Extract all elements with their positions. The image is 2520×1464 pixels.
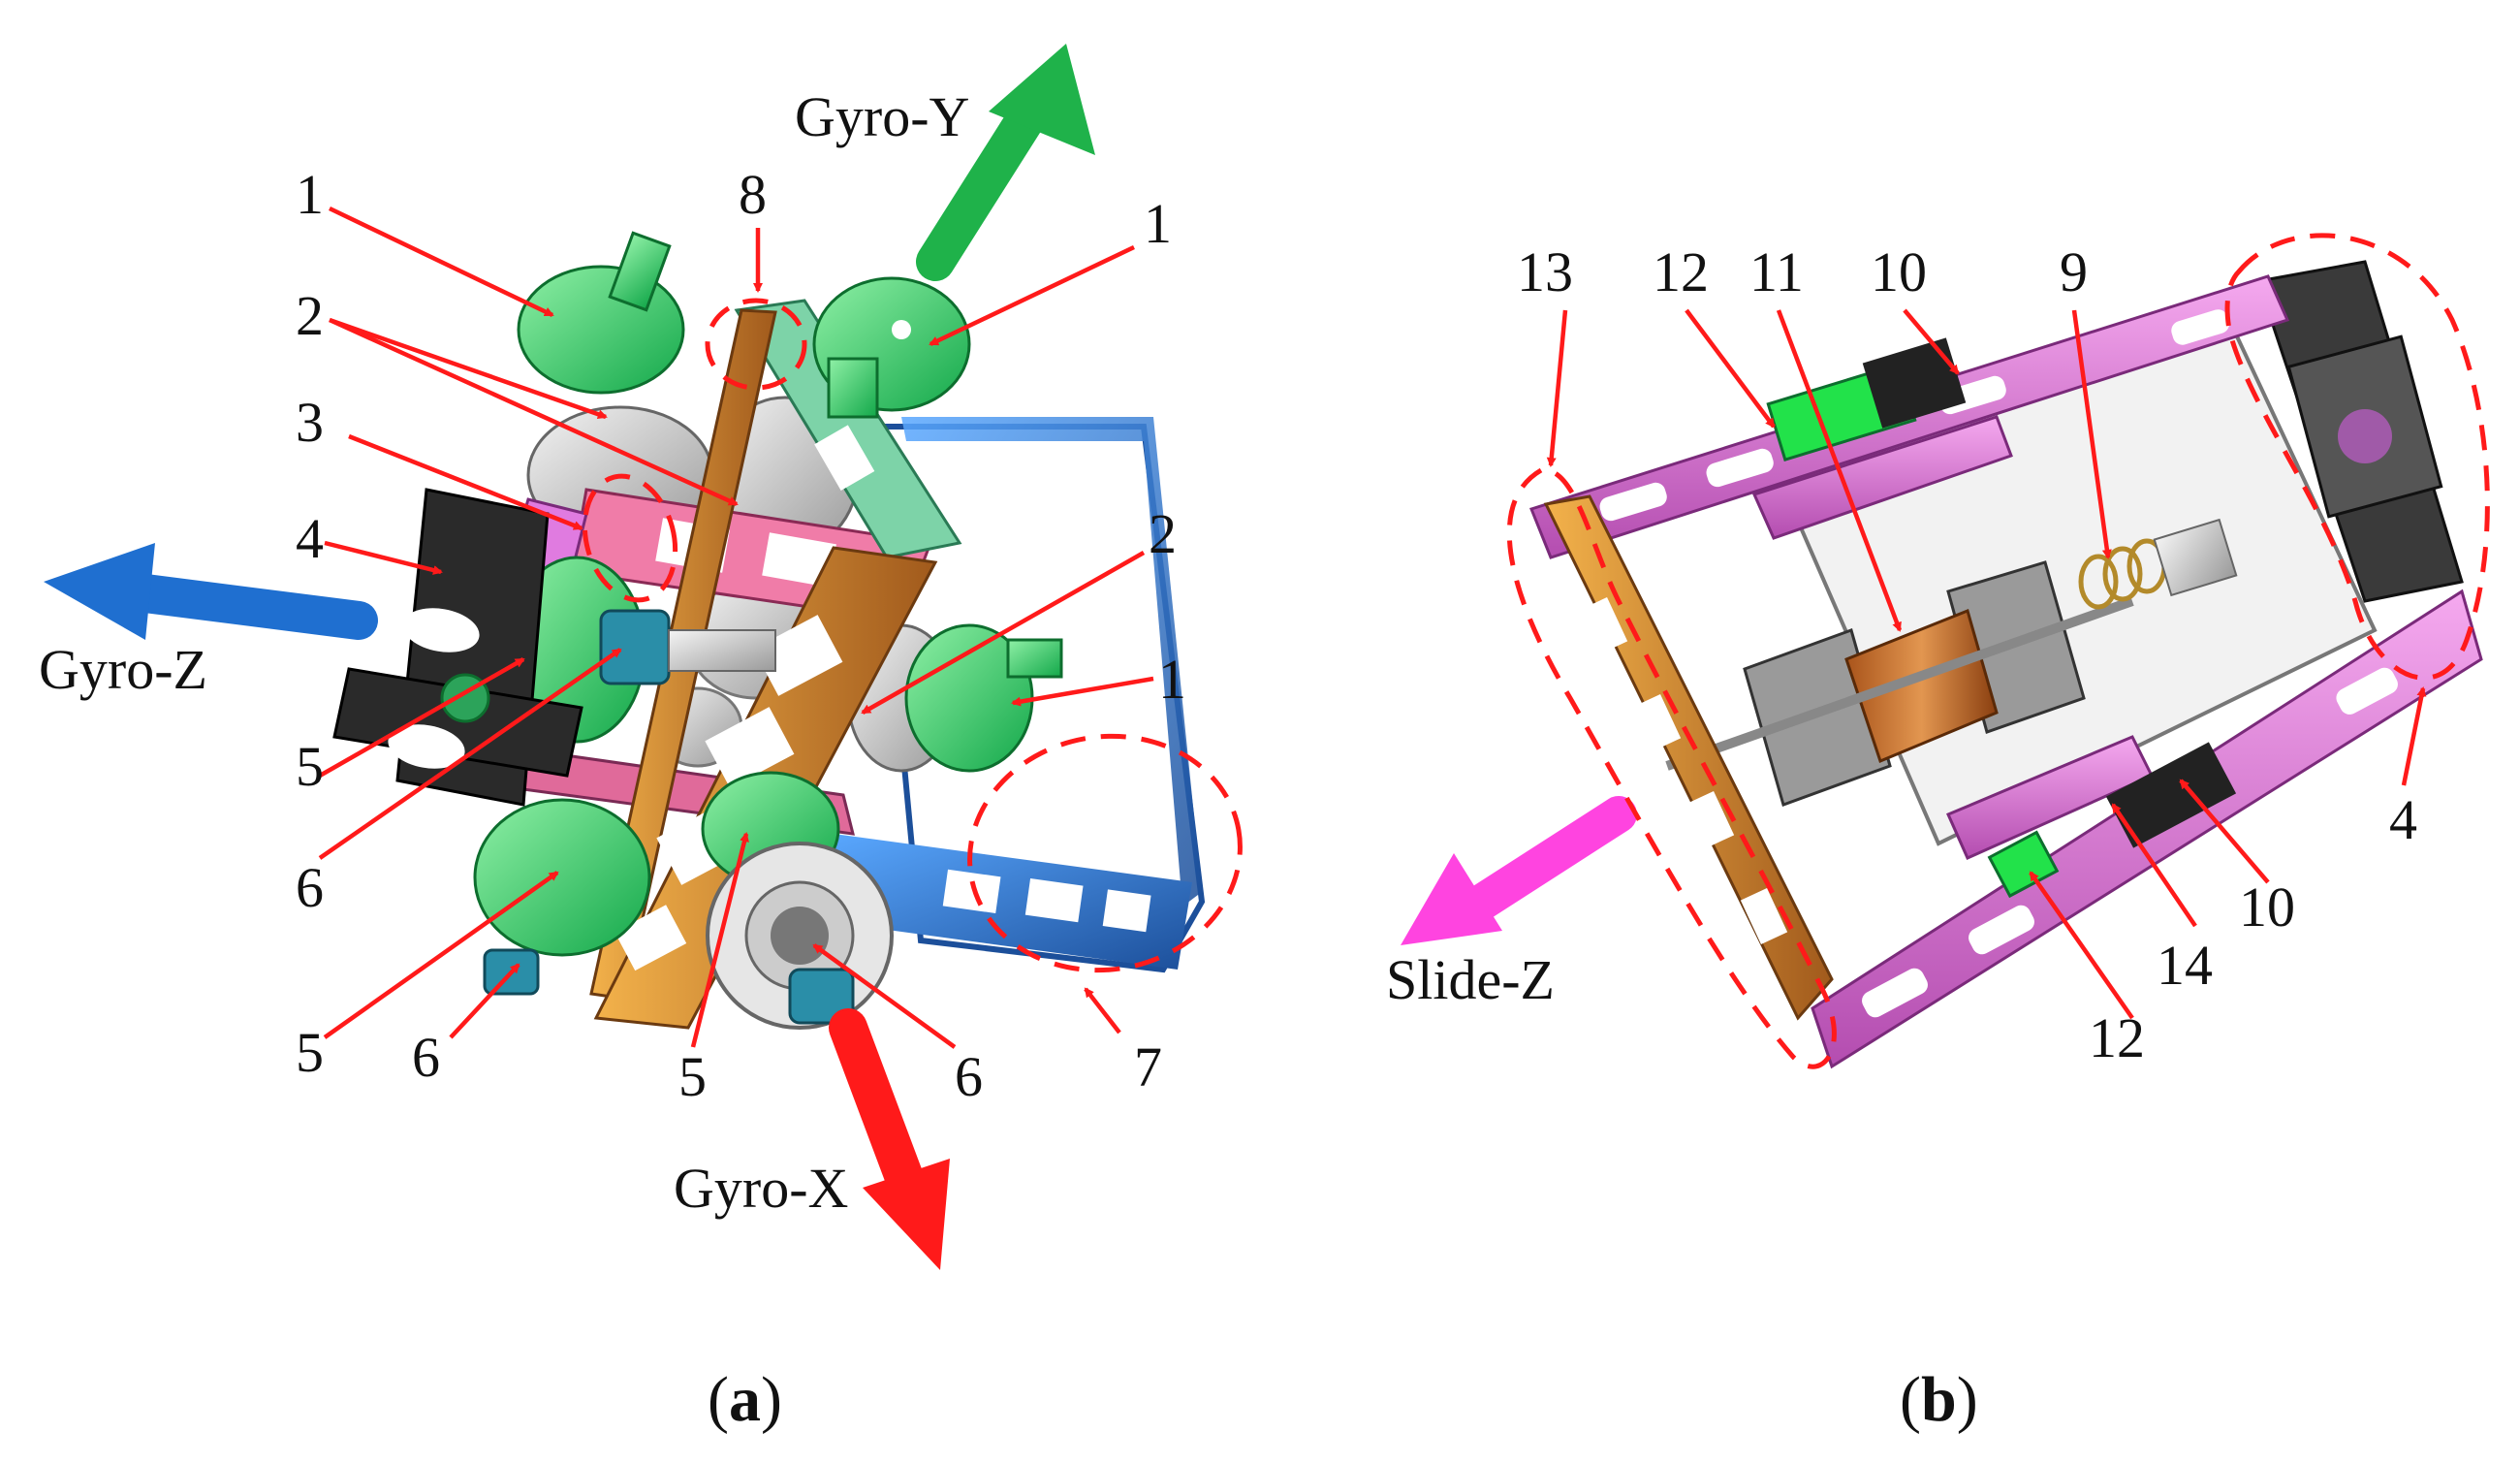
caption-b: (b) — [1900, 1364, 1978, 1435]
axis-label-slide-z: Slide-Z — [1386, 948, 1555, 1011]
label-a-8: 8 — [739, 163, 767, 226]
motor-assembly — [1665, 560, 2134, 807]
label-a-2-right: 2 — [1149, 502, 1177, 565]
callout-ellipse-8 — [705, 298, 807, 391]
spring — [2078, 518, 2238, 610]
label-a-1-right: 1 — [1158, 648, 1186, 711]
axis-label-gyro-y: Gyro-Y — [795, 85, 969, 148]
label-a-6-bottom-left: 6 — [412, 1026, 440, 1089]
label-a-6-left: 6 — [296, 856, 324, 919]
mint-bracket — [734, 299, 962, 559]
label-a-6-bottom-right: 6 — [955, 1045, 983, 1108]
label-b-10-bottom: 10 — [2239, 875, 2295, 939]
label-b-4: 4 — [2389, 788, 2417, 851]
label-b-12-bottom: 12 — [2089, 1006, 2145, 1069]
callout-ellipse-13 — [1506, 467, 1837, 1069]
black-end-block — [2256, 260, 2464, 603]
label-a-5-bottom-mid: 5 — [678, 1045, 707, 1108]
label-a-1-top-right: 1 — [1144, 192, 1172, 255]
green-motors — [473, 231, 1063, 957]
caption-a: (a) — [708, 1364, 782, 1435]
blue-frame — [824, 417, 1206, 973]
label-a-3: 3 — [296, 391, 324, 454]
pointer-arrows-b — [1546, 308, 2427, 1020]
gyro-x-arrow — [829, 1008, 950, 1270]
pointer-arrows-a — [318, 206, 1154, 1049]
label-a-5-left: 5 — [296, 735, 324, 798]
orange-end-frame — [1543, 494, 1834, 1021]
callout-ellipse-4 — [2224, 233, 2490, 681]
axis-label-gyro-x: Gyro-X — [674, 1157, 848, 1220]
label-b-12-top: 12 — [1653, 240, 1709, 303]
linear-rail-top — [1862, 337, 1967, 429]
label-a-1-top-left: 1 — [296, 163, 324, 226]
panel-b-diagram: 13 12 11 10 9 4 10 14 12 Slide-Z (b) — [1386, 233, 2490, 1435]
label-b-11: 11 — [1749, 240, 1804, 303]
label-a-4: 4 — [296, 507, 324, 570]
label-b-9: 9 — [2060, 240, 2088, 303]
inner-pink-carriage-top — [1751, 415, 2013, 540]
gyro-z-arrow — [44, 543, 378, 640]
label-a-5-bottom-left: 5 — [296, 1021, 324, 1084]
gyro-y-arrow — [916, 44, 1095, 281]
axis-label-gyro-z: Gyro-Z — [39, 638, 207, 701]
label-b-13: 13 — [1517, 240, 1573, 303]
label-a-2-left: 2 — [296, 284, 324, 347]
slide-z-arrow — [1401, 796, 1637, 945]
label-a-7: 7 — [1134, 1035, 1162, 1098]
green-slider-bottom — [1987, 830, 2060, 899]
callout-ellipse-3 — [582, 473, 678, 603]
callout-ellipse-7 — [967, 733, 1243, 973]
panel-a-diagram: 1 1 1 2 2 2 3 4 5 5 5 6 6 6 7 8 Gyro-Y G… — [39, 44, 1243, 1435]
label-b-14: 14 — [2157, 934, 2213, 997]
label-b-10-top: 10 — [1871, 240, 1927, 303]
linear-rail-bottom — [2105, 742, 2237, 848]
